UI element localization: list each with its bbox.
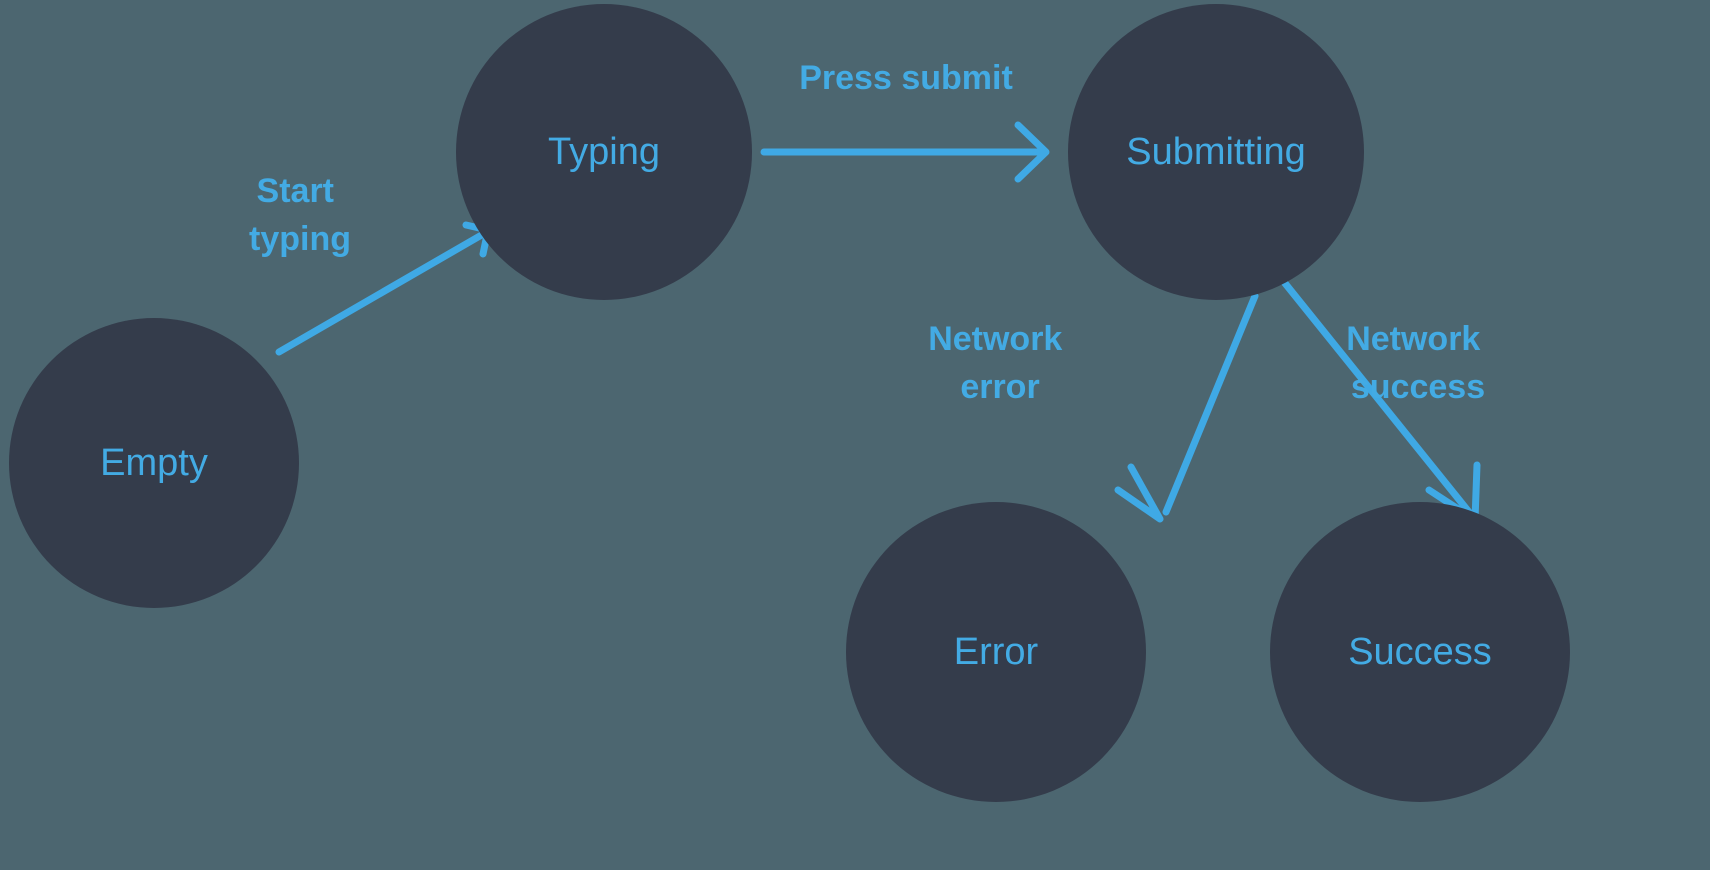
state-node-empty-circle	[9, 318, 299, 608]
edge-label-typing-to-submitting: Press submit	[799, 59, 1013, 97]
state-node-empty[interactable]: Empty	[9, 318, 299, 608]
edge-label-line: Network	[1346, 320, 1480, 358]
edge-empty-to-typing[interactable]: Start typing	[249, 172, 492, 356]
state-node-typing-circle	[456, 4, 752, 300]
edge-label-line: Network	[928, 320, 1062, 358]
state-node-success[interactable]: Success	[1270, 502, 1570, 802]
state-node-error-circle	[846, 502, 1146, 802]
state-node-typing-label: Typing	[548, 131, 660, 173]
edge-line-submitting-to-success	[1280, 278, 1473, 516]
edge-line-empty-to-typing	[275, 229, 489, 356]
edge-label-line: Press submit	[799, 59, 1013, 97]
state-node-submitting-label: Submitting	[1126, 131, 1306, 173]
state-node-empty-label: Empty	[100, 442, 208, 484]
state-node-typing[interactable]: Typing	[456, 4, 752, 300]
edge-typing-to-submitting[interactable]: Press submit	[760, 59, 1050, 183]
edge-label-submitting-to-error: Network error	[928, 320, 1072, 406]
edge-label-line: typing	[249, 220, 351, 258]
state-node-success-label: Success	[1348, 631, 1492, 673]
edge-label-submitting-to-success: Network success	[1346, 320, 1490, 406]
state-node-error[interactable]: Error	[846, 502, 1146, 802]
edge-label-line: error	[960, 368, 1039, 406]
state-node-success-circle	[1270, 502, 1570, 802]
arrowhead-typing-to-submitting	[1014, 121, 1050, 183]
state-node-submitting-circle	[1068, 4, 1364, 300]
edge-line-submitting-to-error	[1162, 292, 1259, 516]
edge-label-line: Start	[257, 172, 334, 210]
edge-submitting-to-error[interactable]: Network error	[928, 292, 1259, 523]
edge-label-empty-to-typing: Start typing	[249, 172, 351, 258]
edge-label-line: success	[1351, 368, 1485, 406]
arrowhead-submitting-to-error	[1114, 463, 1164, 523]
state-node-error-label: Error	[954, 631, 1039, 673]
state-node-submitting[interactable]: Submitting	[1068, 4, 1364, 300]
edge-submitting-to-success[interactable]: Network success	[1280, 278, 1490, 524]
